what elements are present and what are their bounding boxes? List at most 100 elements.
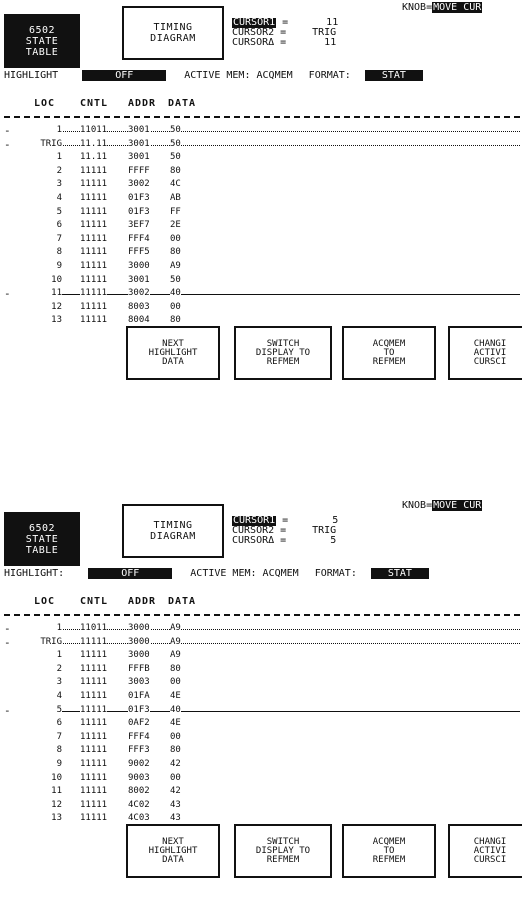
cntl-cell: 11111 [80,206,108,217]
change-active-cursor-button[interactable]: CHANGI ACTIVI CURSCI [448,326,522,380]
cursor-line [14,710,520,712]
highlight-toggle[interactable]: OFF [82,70,167,81]
state-table-mode-button[interactable]: 6502 STATE TABLE [4,512,80,566]
cursor-1-label: CURSOR1 [232,515,277,526]
data-cell: 42 [170,786,181,797]
softkey-label-line: HIGHLIGHT [148,845,198,856]
data-cell: 4E [170,691,181,701]
format-value[interactable]: STAT [364,70,423,81]
loc-cell: 3 [56,677,62,688]
data-cell: 4E [170,718,181,729]
knob-function[interactable]: KNOB=MOVE CUR [402,500,483,511]
status-bar: HIGHLIGHT OFF ACTIVE MEM: ACQMEM FORMAT:… [4,70,522,82]
cntl-cell: 11011 [80,623,108,633]
next-highlight-data-button[interactable]: NEXT HIGHLIGHT DATA [126,824,220,878]
timing-diagram-mode-button[interactable]: TIMING DIAGRAM [122,504,224,558]
softkey-label-line: NEXT [162,836,184,847]
loc-cell: 2 [56,663,62,674]
addr-cell: 3001 [128,274,150,285]
acqmem-to-refmem-button[interactable]: ACQMEM TO REFMEM [342,326,436,380]
highlight-label: HIGHLIGHT [4,70,59,81]
column-header-addr: ADDR [128,596,157,607]
addr-cell: 8002 [128,786,150,797]
format-value[interactable]: STAT [370,568,429,579]
loc-cell: 7 [56,233,62,244]
cursor-1-value: 5 [332,515,339,526]
softkey-label-line: DATA [162,356,184,367]
addr-cell: 9002 [128,759,150,769]
state-table-mode-button[interactable]: 6502 STATE TABLE [4,14,80,68]
switch-display-to-refmem-button[interactable]: SWITCH DISPLAY TO REFMEM [234,824,332,878]
cntl-cell: 11111 [80,261,108,271]
addr-cell: FFFF [128,165,150,176]
cntl-cell: 11111 [80,274,108,285]
loc-cell: 2 [56,165,62,176]
data-cell: 00 [170,233,181,244]
change-active-cursor-button[interactable]: CHANGI ACTIVI CURSCI [448,824,522,878]
softkey-label-line: ACTIVI [473,845,507,856]
softkey-label-line: HIGHLIGHT [148,347,198,358]
cursor-marker: - [4,137,11,151]
knob-function[interactable]: KNOB=MOVE CUR [402,2,483,13]
cntl-cell: 11111 [80,786,108,797]
cntl-cell: 11111 [80,731,108,742]
addr-cell: 3001 [128,125,150,135]
cursor-marker: - [4,287,11,301]
cntl-cell: 11111 [80,247,108,258]
next-highlight-data-button[interactable]: NEXT HIGHLIGHT DATA [126,326,220,380]
state-table-label-line: 6502 [28,522,56,534]
column-header-cntl: CNTL [80,98,109,109]
data-cell: 00 [170,772,181,783]
addr-cell: 01F3 [128,193,150,203]
cursor-1-readout: CURSOR1 = 11 [232,17,339,28]
switch-display-to-refmem-button[interactable]: SWITCH DISPLAY TO REFMEM [234,326,332,380]
cursor-marker: - [4,622,11,635]
knob-value: MOVE CUR [432,2,483,13]
addr-cell: 3000 [128,650,150,661]
cursor-line [14,144,520,146]
loc-cell: 6 [56,718,62,729]
data-cell: 00 [170,677,181,688]
softkey-label-line: REFMEM [266,854,300,865]
column-header-cntl: CNTL [80,596,109,607]
softkey-label-line: ACQMEM [372,836,406,847]
loc-cell: 11 [51,786,62,797]
loc-cell: 8 [56,745,62,756]
cursor-2-label: CURSOR2 [232,525,275,536]
addr-cell: 3000 [128,636,150,647]
cursor-line [14,131,520,132]
loc-cell: 1 [56,650,62,661]
loc-cell: 6 [56,220,62,231]
data-cell: 43 [170,813,181,824]
data-cell: 2E [170,220,181,231]
column-header-addr: ADDR [128,98,157,109]
data-cell: 50 [170,274,181,285]
highlight-toggle[interactable]: OFF [88,568,173,579]
active-mem-value[interactable]: ACQMEM [262,568,299,579]
cntl-cell: 11111 [80,193,108,203]
softkey-label-line: DISPLAY TO [255,347,311,358]
data-cell: 50 [170,138,181,149]
knob-value: MOVE CUR [432,500,483,511]
timing-diagram-mode-button[interactable]: TIMING DIAGRAM [122,6,224,60]
cntl-cell: 11111 [80,663,108,674]
active-mem-value[interactable]: ACQMEM [256,70,293,81]
data-cell: 80 [170,745,181,756]
cntl-cell: 11111 [80,799,108,810]
cntl-cell: 11.11 [80,138,108,149]
addr-cell: 8004 [128,315,150,326]
cntl-cell: 11111 [80,315,108,326]
acqmem-to-refmem-button[interactable]: ACQMEM TO REFMEM [342,824,436,878]
header-divider [4,614,520,616]
addr-cell: 01FA [128,691,150,701]
cntl-cell: 11111 [80,759,108,769]
knob-label: KNOB= [402,2,433,13]
